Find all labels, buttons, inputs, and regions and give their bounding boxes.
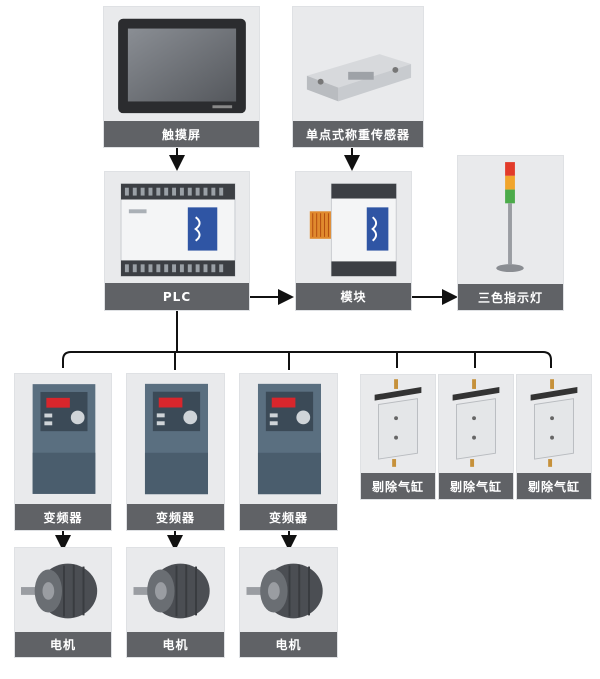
label-motor-2: 电机 — [127, 632, 224, 657]
pneumatic-cylinder-icon — [439, 375, 513, 473]
inverter-icon — [240, 374, 337, 504]
inverter-icon — [127, 374, 224, 504]
tower-light-icon — [458, 156, 563, 284]
plc-icon — [105, 172, 249, 283]
node-motor-3: 电机 — [239, 547, 338, 658]
inverter-icon — [15, 374, 111, 504]
label-motor-1: 电机 — [15, 632, 111, 657]
label-cylinder-3: 剔除气缸 — [517, 473, 591, 499]
electric-motor-icon — [15, 548, 111, 632]
hmi-screen-icon — [104, 7, 259, 121]
node-motor-1: 电机 — [14, 547, 112, 658]
label-motor-3: 电机 — [240, 632, 337, 657]
node-inverter-2: 变频器 — [126, 373, 225, 531]
electric-motor-icon — [127, 548, 224, 632]
node-load-cell: 单点式称重传感器 — [292, 6, 424, 148]
label-inverter-2: 变频器 — [127, 504, 224, 530]
node-tower-light: 三色指示灯 — [457, 155, 564, 311]
node-plc: PLC — [104, 171, 250, 311]
label-inverter-3: 变频器 — [240, 504, 337, 530]
node-cylinder-3: 剔除气缸 — [516, 374, 592, 500]
node-cylinder-1: 剔除气缸 — [360, 374, 436, 500]
label-cylinder-2: 剔除气缸 — [439, 473, 513, 499]
node-touchscreen: 触摸屏 — [103, 6, 260, 148]
label-tower-light: 三色指示灯 — [458, 284, 563, 310]
node-inverter-1: 变频器 — [14, 373, 112, 531]
label-cylinder-1: 剔除气缸 — [361, 473, 435, 499]
load-cell-icon — [293, 7, 423, 121]
label-inverter-1: 变频器 — [15, 504, 111, 530]
electric-motor-icon — [240, 548, 337, 632]
label-touchscreen: 触摸屏 — [104, 121, 259, 147]
node-inverter-3: 变频器 — [239, 373, 338, 531]
node-module: 模块 — [295, 171, 412, 311]
io-module-icon — [296, 172, 411, 283]
label-plc: PLC — [105, 283, 249, 310]
label-load-cell: 单点式称重传感器 — [293, 121, 423, 147]
label-module: 模块 — [296, 283, 411, 310]
pneumatic-cylinder-icon — [517, 375, 591, 473]
node-cylinder-2: 剔除气缸 — [438, 374, 514, 500]
pneumatic-cylinder-icon — [361, 375, 435, 473]
output-bus — [62, 351, 552, 368]
node-motor-2: 电机 — [126, 547, 225, 658]
